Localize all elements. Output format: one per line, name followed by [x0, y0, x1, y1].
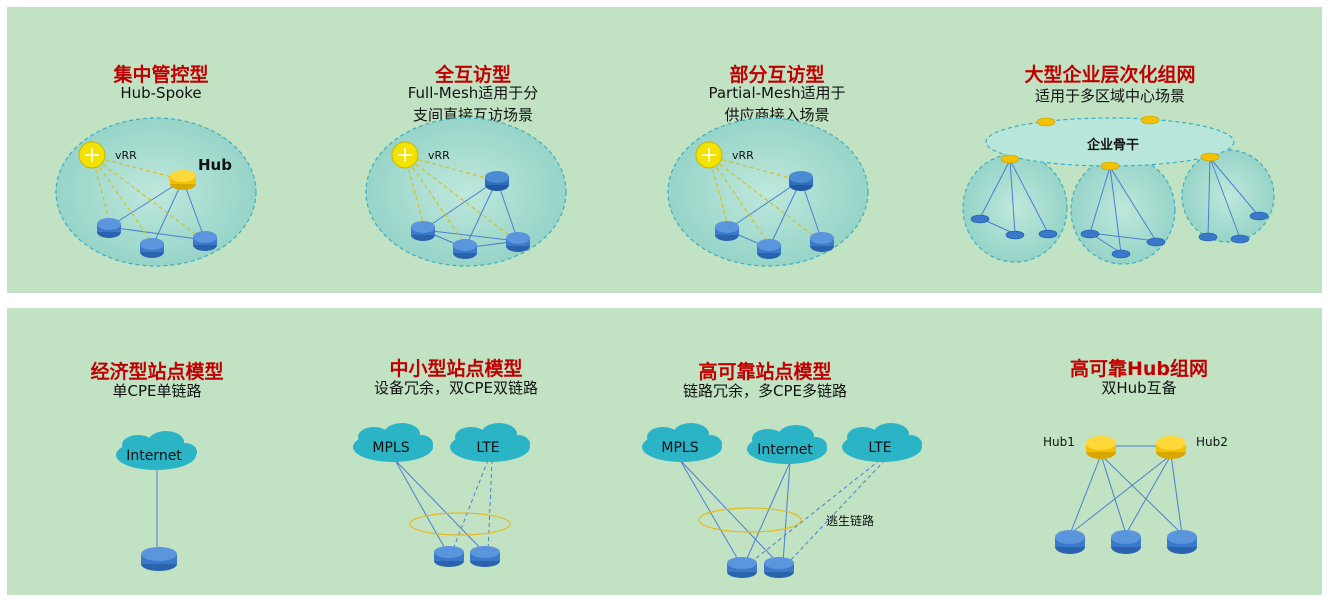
region-router-icons [970, 211, 1269, 259]
hub-spoke-title: 集中管控型 [113, 64, 209, 86]
small-medium-lte-links [451, 459, 493, 553]
redundancy-ring [698, 507, 802, 533]
internet-cloud-icon [747, 425, 827, 464]
partial-mesh-site-router-icon [757, 239, 781, 259]
full-mesh-site-router-icon [506, 232, 530, 252]
full-mesh-vrr-router-icon [391, 141, 419, 169]
site-router-icon [1167, 530, 1197, 554]
high-reliability-diagram: 逃生链路 MPLS Internet LTE [642, 423, 922, 578]
hub-network-diagram: Hub1 Hub2 [1043, 435, 1228, 554]
hub1-router-icon [1086, 436, 1116, 459]
hub-spoke-spoke-router-icon [140, 238, 164, 258]
escape-link-label: 逃生链路 [826, 513, 874, 528]
full-mesh-vrr-label: vRR [428, 149, 450, 162]
hub-spoke-spoke-router-icon [193, 231, 217, 251]
redundancy-ring [409, 512, 511, 536]
cpe-router-icon [141, 547, 177, 571]
high-reliability-subtitle: 链路冗余，多CPE多链路 [683, 382, 847, 400]
full-mesh-center-router-icon [485, 171, 509, 191]
high-reliability-title: 高可靠站点模型 [698, 361, 832, 383]
economy-title: 经济型站点模型 [90, 361, 224, 383]
full-mesh-links [422, 179, 519, 249]
partial-mesh-diagram: vRR [667, 117, 869, 267]
economy-subtitle: 单CPE单链路 [112, 382, 202, 400]
high-reliability-links [679, 459, 791, 564]
economy-cloud-label: Internet [126, 448, 182, 464]
small-medium-links [394, 459, 485, 553]
full-mesh-site-router-icon [453, 239, 477, 259]
region-ellipse [1181, 149, 1275, 243]
lte-cloud-icon [842, 423, 922, 462]
partial-mesh-vrr-router-icon [695, 141, 723, 169]
hub1-label: Hub1 [1043, 435, 1075, 449]
hub-network-links [1069, 445, 1183, 535]
mpls-cloud-icon [642, 423, 722, 462]
hub-spoke-subtitle: Hub-Spoke [120, 84, 202, 102]
cpe-router-icon [434, 546, 464, 567]
hub-spoke-hub-router-icon [170, 170, 196, 190]
hub-spoke-hub-label: Hub [198, 156, 232, 174]
hub-network-subtitle: 双Hub互备 [1101, 379, 1177, 397]
partial-mesh-site-router-icon [810, 232, 834, 252]
hierarchical-links [979, 157, 1259, 254]
region-ellipse [1070, 155, 1176, 265]
mpls-cloud-icon [353, 423, 433, 462]
small-medium-subtitle: 设备冗余，双CPE双链路 [374, 379, 538, 397]
high-reliability-cloud-label: Internet [757, 442, 813, 458]
partial-mesh-vrr-label: vRR [732, 149, 754, 162]
full-mesh-diagram: vRR [365, 117, 567, 267]
lte-cloud-icon [450, 423, 530, 462]
full-mesh-vrr-links [404, 155, 511, 242]
small-medium-diagram: MPLS LTE [353, 423, 530, 567]
internet-cloud-icon [116, 431, 197, 470]
hierarchical-subtitle: 适用于多区域中心场景 [1034, 87, 1186, 105]
backbone-label: 企业骨干 [1086, 137, 1139, 153]
hub-spoke-spoke-router-icon [97, 218, 121, 238]
hub-network-title: 高可靠Hub组网 [1069, 358, 1209, 380]
hub2-router-icon [1156, 436, 1186, 459]
small-medium-title: 中小型站点模型 [389, 358, 523, 380]
partial-mesh-vrr-links [708, 155, 815, 242]
hub-spoke-diagram: vRR Hub [55, 117, 257, 267]
high-reliability-cloud-label: MPLS [661, 440, 698, 456]
cpe-router-icon [764, 557, 794, 578]
high-reliability-cloud-label: LTE [868, 440, 891, 456]
partial-mesh-center-router-icon [789, 171, 813, 191]
hierarchical-title: 大型企业层次化组网 [1024, 64, 1196, 86]
partial-mesh-site-router-icon [715, 221, 739, 241]
cpe-router-icon [470, 546, 500, 567]
hub-spoke-vrr-router-icon [78, 141, 106, 169]
full-mesh-site-router-icon [411, 221, 435, 241]
small-medium-cloud-label: LTE [476, 440, 499, 456]
partial-mesh-title: 部分互访型 [729, 64, 825, 86]
escape-links [749, 459, 886, 564]
backbone-router-icons [1000, 115, 1220, 171]
site-router-icon [1055, 530, 1085, 554]
hub-spoke-vrr-label: vRR [115, 149, 137, 162]
cpe-router-icon [727, 557, 757, 578]
full-mesh-title: 全互访型 [434, 64, 512, 86]
hierarchical-diagram: 企业骨干 [962, 115, 1275, 265]
hub2-label: Hub2 [1196, 435, 1228, 449]
site-router-icon [1111, 530, 1141, 554]
small-medium-cloud-label: MPLS [372, 440, 409, 456]
economy-diagram: Internet [116, 431, 197, 571]
